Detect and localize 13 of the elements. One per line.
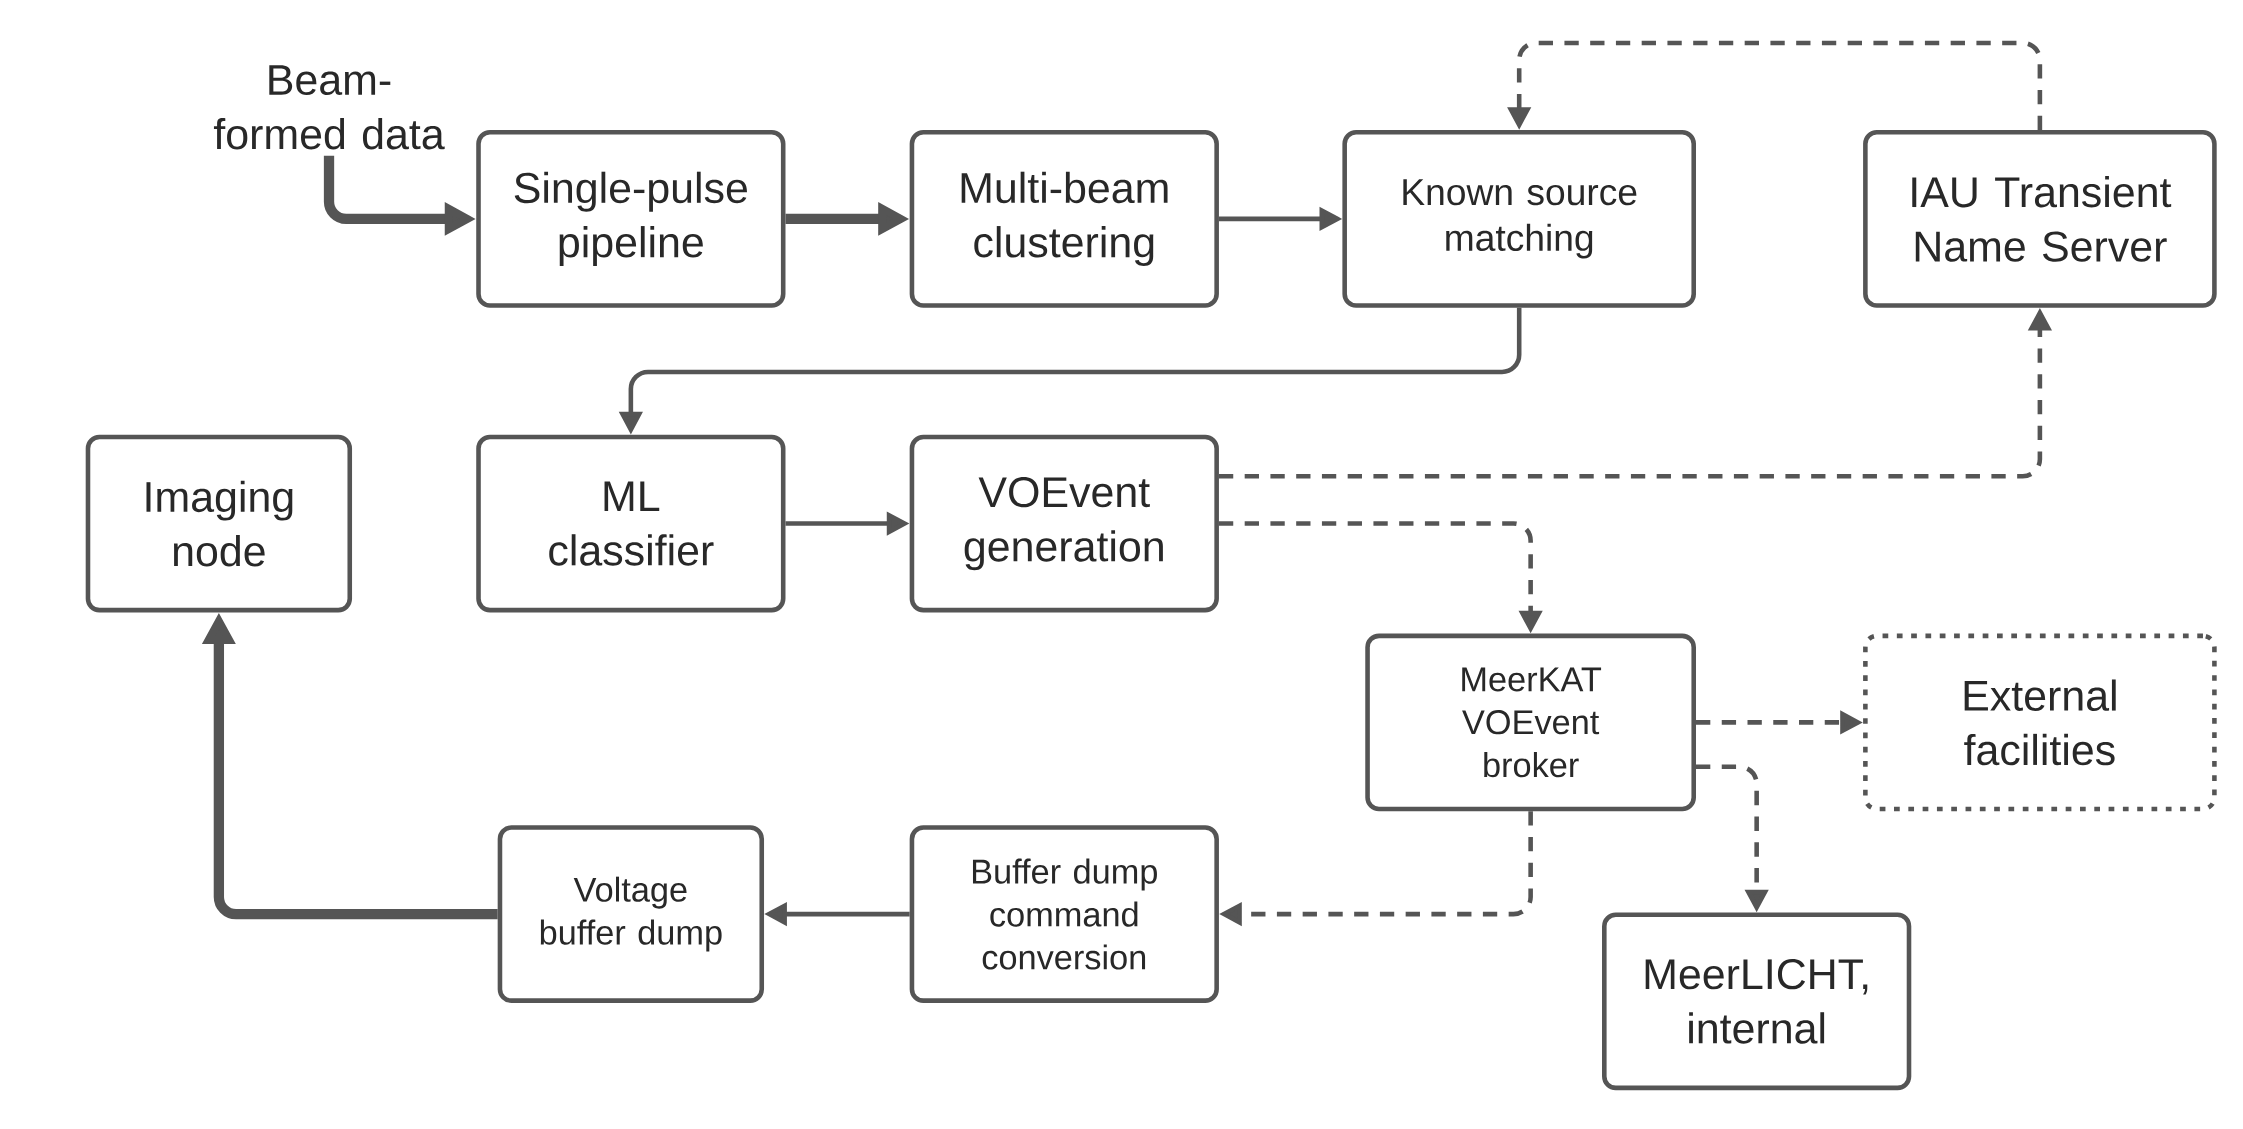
input-label: Beam-formed data [213, 65, 445, 150]
process-box: Known source matching [1342, 130, 1696, 308]
process-box: MeerLICHT, internal [1602, 912, 1912, 1091]
process-box: IAU Transient Name Server [1863, 130, 2217, 308]
process-box: VOEvent generation [909, 434, 1219, 613]
process-box: ML classifier [476, 434, 786, 613]
process-box: Voltage buffer dump [497, 825, 765, 1004]
process-box: Buffer dump command conversion [909, 825, 1219, 1004]
process-box: MeerKAT VOEvent broker [1365, 633, 1696, 812]
process-box: External facilities [1863, 633, 2217, 812]
process-box: Multi-beam clustering [909, 130, 1219, 308]
process-box: Imaging node [85, 434, 353, 613]
process-box: Single-pulse pipeline [476, 130, 786, 308]
